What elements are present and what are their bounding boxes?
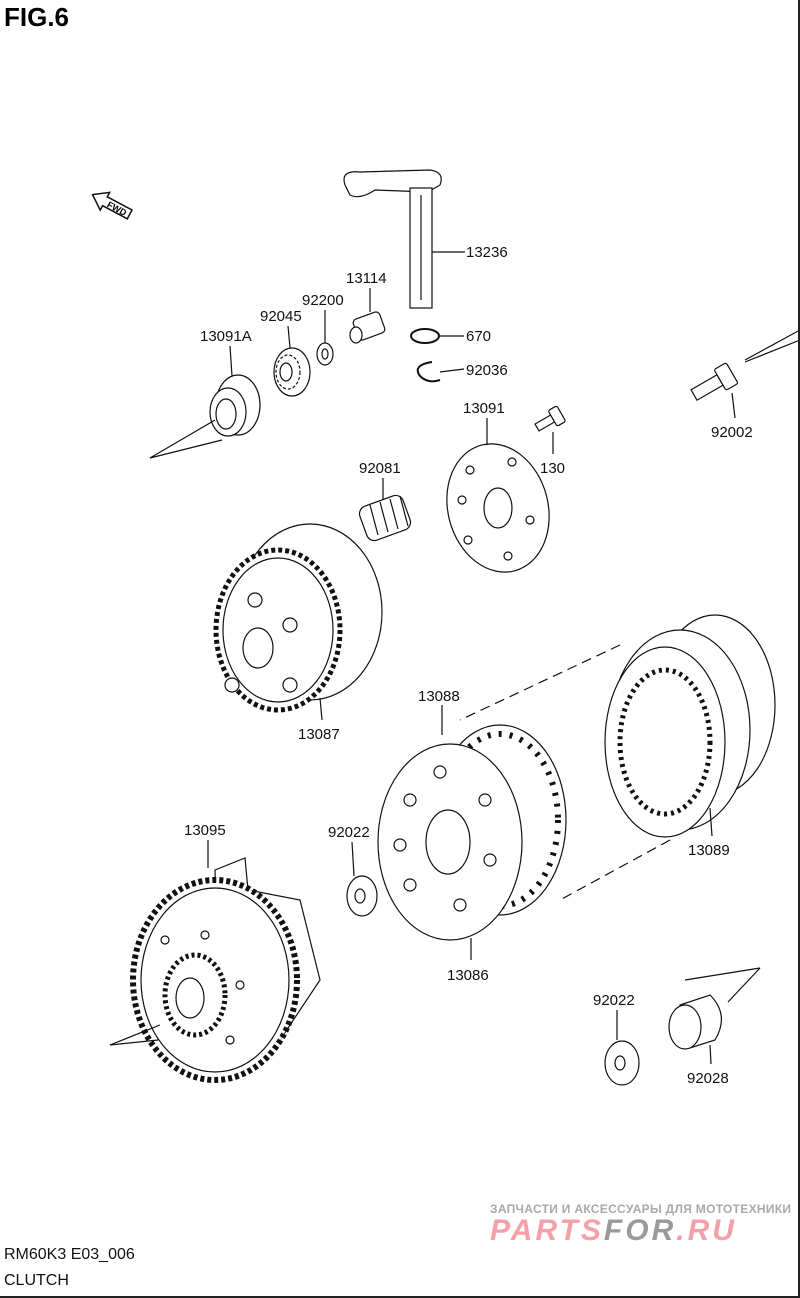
frame-border [798, 0, 800, 1298]
seal [209, 374, 261, 437]
part-label: 92028 [687, 1070, 729, 1087]
pressure-plate [446, 443, 550, 573]
watermark-logo-c: .RU [676, 1214, 737, 1247]
part-label: 13091A [200, 328, 252, 345]
clutch-drum [377, 743, 523, 941]
part-label: 13089 [688, 842, 730, 859]
pin [349, 311, 386, 344]
part-label: 92002 [711, 424, 753, 441]
fwd-arrow-icon: FWD [91, 191, 134, 220]
frame-border [0, 1296, 800, 1298]
plate-set [459, 614, 776, 901]
bolt-large [690, 362, 738, 402]
part-label: 13114 [346, 270, 387, 287]
part-label: 92036 [466, 362, 508, 379]
part-label: 13091 [463, 400, 505, 417]
part-label: 92081 [359, 460, 401, 477]
part-label: 13086 [447, 967, 489, 984]
part-label: 13095 [184, 822, 226, 839]
o-ring [410, 328, 440, 344]
watermark-logo-b: FOR [603, 1214, 677, 1247]
bolt-small [534, 405, 566, 432]
part-label: 670 [466, 328, 491, 345]
spring [358, 494, 412, 542]
figure-code: RM60K3 E03_006 [4, 1246, 135, 1263]
leader-lines [109, 251, 800, 1065]
part-label: 92022 [328, 824, 370, 841]
watermark-logo-a: PARTS [490, 1214, 604, 1247]
part-label: 92022 [593, 992, 635, 1009]
clip [416, 361, 441, 383]
figure-title: CLUTCH [4, 1272, 69, 1289]
bearing [273, 347, 311, 397]
part-label: 130 [540, 460, 565, 477]
part-label: 92045 [260, 308, 302, 325]
part-label: 13088 [418, 688, 460, 705]
clutch-lever [343, 169, 442, 309]
clutch-hub [213, 523, 383, 713]
washer-sleeve [604, 1040, 640, 1086]
part-label: 13236 [466, 244, 508, 261]
part-label: 13087 [298, 726, 340, 743]
figure-label: FIG.6 [4, 2, 70, 32]
clutch-housing [130, 857, 321, 1083]
watermark-subtitle: ЗАПЧАСТИ И АКСЕССУАРЫ ДЛЯ МОТОТЕХНИКИ [490, 1202, 792, 1216]
watermark-logo: PARTSFOR.RU [490, 1214, 737, 1248]
part-label: 92200 [302, 292, 344, 309]
washer-hub [346, 875, 378, 917]
sleeve [668, 994, 722, 1050]
